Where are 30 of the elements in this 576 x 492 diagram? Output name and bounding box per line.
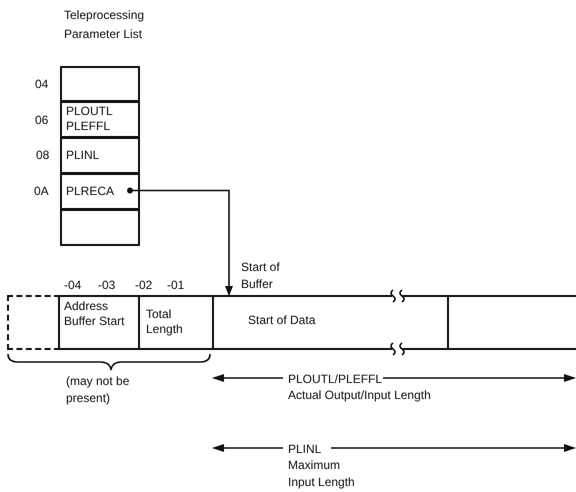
dimension-label: Actual Output/Input Length bbox=[288, 387, 432, 404]
offset-label: -04 bbox=[64, 277, 82, 294]
offset-label: 06 bbox=[35, 112, 50, 129]
cell-label: Address Buffer Start bbox=[64, 299, 126, 329]
connector-arrow bbox=[127, 188, 233, 296]
list-cell bbox=[60, 172, 140, 211]
offset-label: -03 bbox=[98, 277, 116, 294]
offset-label: -02 bbox=[135, 277, 154, 294]
cell-label: PLOUTL PLEFFL bbox=[66, 104, 114, 134]
buffer-cell bbox=[58, 295, 140, 350]
note: (may not be present) bbox=[66, 373, 130, 407]
offset-label: 08 bbox=[36, 147, 50, 164]
list-cell bbox=[60, 100, 140, 139]
offset-label: 0A bbox=[34, 183, 50, 200]
cell-label: Total Length bbox=[146, 307, 184, 337]
buffer-cell bbox=[138, 295, 214, 350]
dimension-label: PLINL bbox=[288, 441, 322, 458]
table-heading: Teleprocessing Parameter List bbox=[64, 7, 146, 43]
cell-label: PLRECA bbox=[66, 184, 116, 199]
cell-label: Start of Data bbox=[248, 313, 316, 328]
buffer-cell bbox=[7, 295, 60, 350]
offset-label: -01 bbox=[167, 277, 186, 294]
offset-label: 04 bbox=[35, 76, 50, 93]
dimension-label: PLOUTL/PLEFFL bbox=[288, 371, 384, 388]
list-cell bbox=[60, 208, 140, 246]
list-cell bbox=[60, 66, 140, 103]
list-cell bbox=[60, 136, 140, 175]
cell-label: PLINL bbox=[66, 148, 100, 163]
dimension-label: Maximum Input Length bbox=[288, 457, 356, 491]
buffer-cell bbox=[447, 295, 576, 350]
